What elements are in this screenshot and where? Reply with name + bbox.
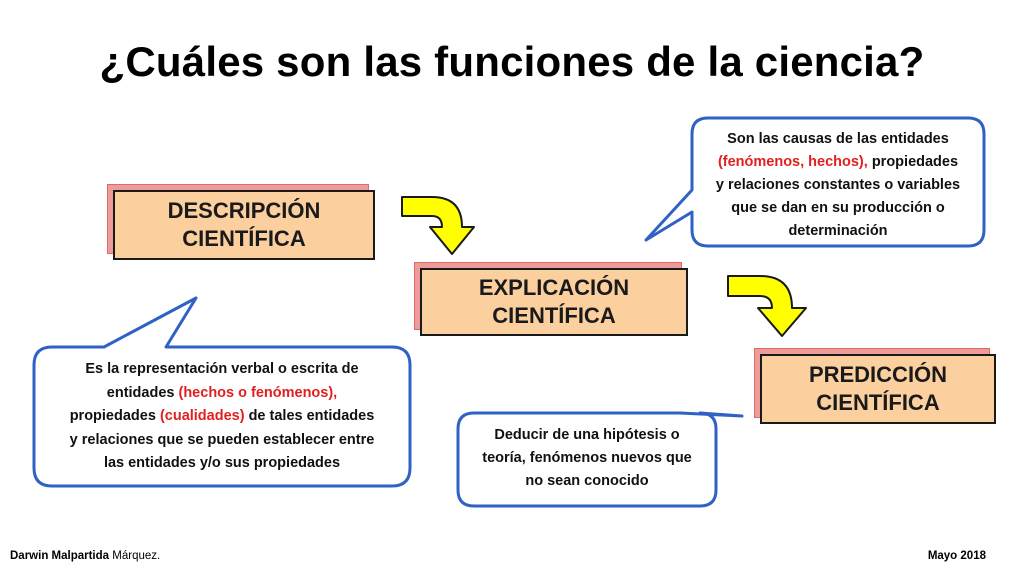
footer-author-name: Darwin Malpartida (10, 550, 110, 562)
callout-highlight: (hechos o fenómenos), (178, 384, 338, 401)
callout-highlight: (fenómenos, hechos), (717, 154, 868, 170)
concept-box: DESCRIPCIÓN CIENTÍFICA (113, 190, 375, 260)
concept-label-line1: PREDICCIÓN (808, 362, 948, 387)
concept-descripcion: DESCRIPCIÓN CIENTÍFICA (107, 184, 375, 260)
footer-date: Mayo 2018 (927, 550, 986, 562)
callout-line: Deducir de una hipótesis o (494, 427, 680, 443)
callout-line: y relaciones constantes o variables (715, 177, 961, 193)
curved-arrow-icon-2 (727, 275, 807, 337)
callout-text-prediccion: Deducir de una hipótesis o teoría, fenóm… (458, 424, 716, 493)
callout-line-part: entidades (106, 384, 179, 401)
callout-line: teoría, fenómenos nuevos que (482, 450, 692, 466)
callout-bubble-prediccion (456, 411, 744, 508)
concept-label-line1: DESCRIPCIÓN (167, 198, 321, 223)
callout-highlight: (cualidades) (159, 408, 245, 424)
callout-line-part: de tales entidades (244, 408, 375, 424)
curved-arrow-icon-1 (401, 196, 475, 255)
concept-explicacion: EXPLICACIÓN CIENTÍFICA (414, 262, 688, 336)
slide-title: ¿Cuáles son las funciones de la ciencia? (99, 38, 925, 85)
callout-line-part: propiedades (867, 154, 959, 170)
concept-label-line1: EXPLICACIÓN (478, 275, 630, 300)
callout-line-part: propiedades (69, 408, 160, 424)
concept-label-line2: CIENTÍFICA (492, 303, 616, 328)
callout-line: Son las causas de las entidades (727, 131, 949, 147)
callout-line: las entidades y/o sus propiedades (103, 455, 341, 471)
concept-label-line2: CIENTÍFICA (182, 226, 306, 251)
concept-box: PREDICCIÓN CIENTÍFICA (760, 354, 996, 424)
footer-author: Darwin Malpartida Márquez. (10, 550, 160, 562)
callout-line: y relaciones que se pueden establecer en… (69, 431, 375, 448)
callout-bubble-explicacion (644, 116, 986, 248)
callout-text-descripcion: Es la representación verbal o escrita de… (34, 358, 410, 476)
callout-line: propiedades (cualidades) de tales entida… (34, 405, 410, 429)
callout-line: no sean conocido (525, 473, 649, 489)
concept-label-line2: CIENTÍFICA (816, 390, 940, 415)
callout-text-explicacion: Son las causas de las entidades (fenómen… (692, 128, 984, 243)
callout-line: que se dan en su producción o (731, 200, 945, 216)
callout-line: Es la representación verbal o escrita de (85, 361, 359, 377)
callout-bubble-descripcion (32, 296, 412, 488)
callout-line: determinación (788, 223, 888, 239)
callout-line: entidades (hechos o fenómenos), (34, 382, 410, 406)
concept-box: EXPLICACIÓN CIENTÍFICA (420, 268, 688, 336)
footer-author-surname: Márquez. (109, 550, 161, 562)
concept-prediccion: PREDICCIÓN CIENTÍFICA (754, 348, 996, 424)
callout-line: (fenómenos, hechos), propiedades (692, 151, 984, 174)
